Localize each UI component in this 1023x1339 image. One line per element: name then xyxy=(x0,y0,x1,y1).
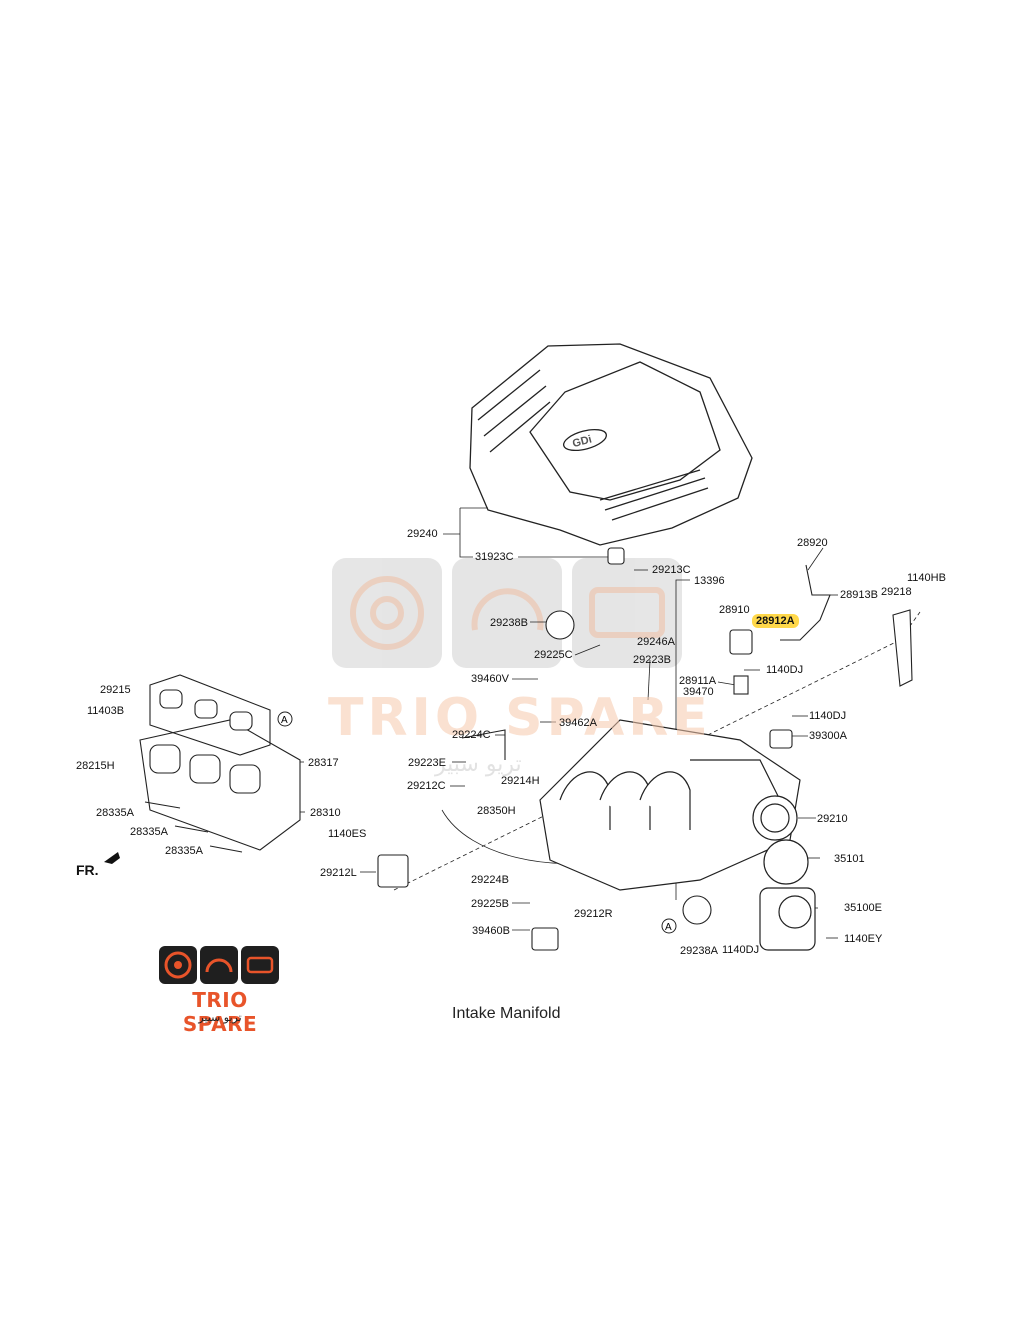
callout-29218: 29218 xyxy=(881,586,912,598)
callout-28912a: 28912A xyxy=(752,614,799,628)
sensor-components xyxy=(377,547,913,951)
callout-35100e: 35100E xyxy=(844,902,882,914)
logo-tiles xyxy=(159,946,279,984)
front-arrow-icon xyxy=(104,852,120,864)
callout-29246a: 29246A xyxy=(637,636,675,648)
callout-39462a: 39462A xyxy=(559,717,597,729)
callout-29225c: 29225C xyxy=(534,649,573,661)
callout-31923c: 31923C xyxy=(475,551,514,563)
callout-29240: 29240 xyxy=(407,528,438,540)
callout-28310: 28310 xyxy=(310,807,341,819)
callout-1140hb: 1140HB xyxy=(907,572,946,584)
reference-markers xyxy=(277,711,677,934)
callout-29224c: 29224C xyxy=(452,729,491,741)
callout-39460v: 39460V xyxy=(471,673,509,685)
callout-29225b: 29225B xyxy=(471,898,509,910)
watermark-arabic: تريو سبير xyxy=(435,752,522,777)
upper-intake-manifold xyxy=(539,719,801,891)
callout-29214h: 29214H xyxy=(501,775,540,787)
cover-badge: GDi xyxy=(571,433,593,450)
callout-29212r: 29212R xyxy=(574,908,613,920)
marker-a-left: A xyxy=(281,715,288,726)
callout-1140dj-c: 1140DJ xyxy=(722,944,760,956)
marker-a-right: A xyxy=(665,922,672,933)
callout-29223e: 29223E xyxy=(408,757,446,769)
callout-28335a-b: 28335A xyxy=(130,826,168,838)
callout-28920: 28920 xyxy=(797,537,828,549)
callout-29223b: 29223B xyxy=(633,654,671,666)
callout-28350h: 28350H xyxy=(477,805,516,817)
throttle-body xyxy=(752,795,816,951)
callout-1140es: 1140ES xyxy=(328,828,367,840)
callout-28910: 28910 xyxy=(719,604,750,616)
callout-29224b: 29224B xyxy=(471,874,509,886)
callout-39470: 39470 xyxy=(683,686,714,698)
callout-28317: 28317 xyxy=(308,757,339,769)
callout-29238a: 29238A xyxy=(680,945,718,957)
callout-29213c: 29213C xyxy=(652,564,691,576)
callout-29212l: 29212L xyxy=(320,867,357,879)
callout-29238b: 29238B xyxy=(490,617,528,629)
logo-arabic: تريو سبير xyxy=(198,1011,242,1024)
callout-28913b: 28913B xyxy=(840,589,878,601)
watermark-tiles xyxy=(332,558,682,668)
lower-intake-manifold xyxy=(139,674,301,853)
callout-29215: 29215 xyxy=(100,684,131,696)
callout-13396: 13396 xyxy=(694,575,725,587)
callout-1140ey: 1140EY xyxy=(844,933,883,945)
callout-35101: 35101 xyxy=(834,853,865,865)
engine-cover xyxy=(469,343,753,546)
callout-28335a-c: 28335A xyxy=(165,845,203,857)
callout-11403b: 11403B xyxy=(87,705,125,717)
callout-29210: 29210 xyxy=(817,813,848,825)
watermark-text: TRIO SPARE xyxy=(328,688,712,748)
callout-39460b: 39460B xyxy=(472,925,510,937)
watermark-icons xyxy=(350,576,665,650)
callout-28335a-a: 28335A xyxy=(96,807,134,819)
diagram-caption: Intake Manifold xyxy=(452,1005,561,1022)
callout-28911a: 28911A xyxy=(679,675,717,687)
callout-29212c: 29212C xyxy=(407,780,446,792)
front-label: FR. xyxy=(76,862,99,878)
callout-1140dj-a: 1140DJ xyxy=(766,664,804,676)
callout-28215h: 28215H xyxy=(76,760,115,772)
callout-39300a: 39300A xyxy=(809,730,847,742)
callout-1140dj-b: 1140DJ xyxy=(809,710,847,722)
logo-name: TRIO SPARE xyxy=(182,988,258,1036)
